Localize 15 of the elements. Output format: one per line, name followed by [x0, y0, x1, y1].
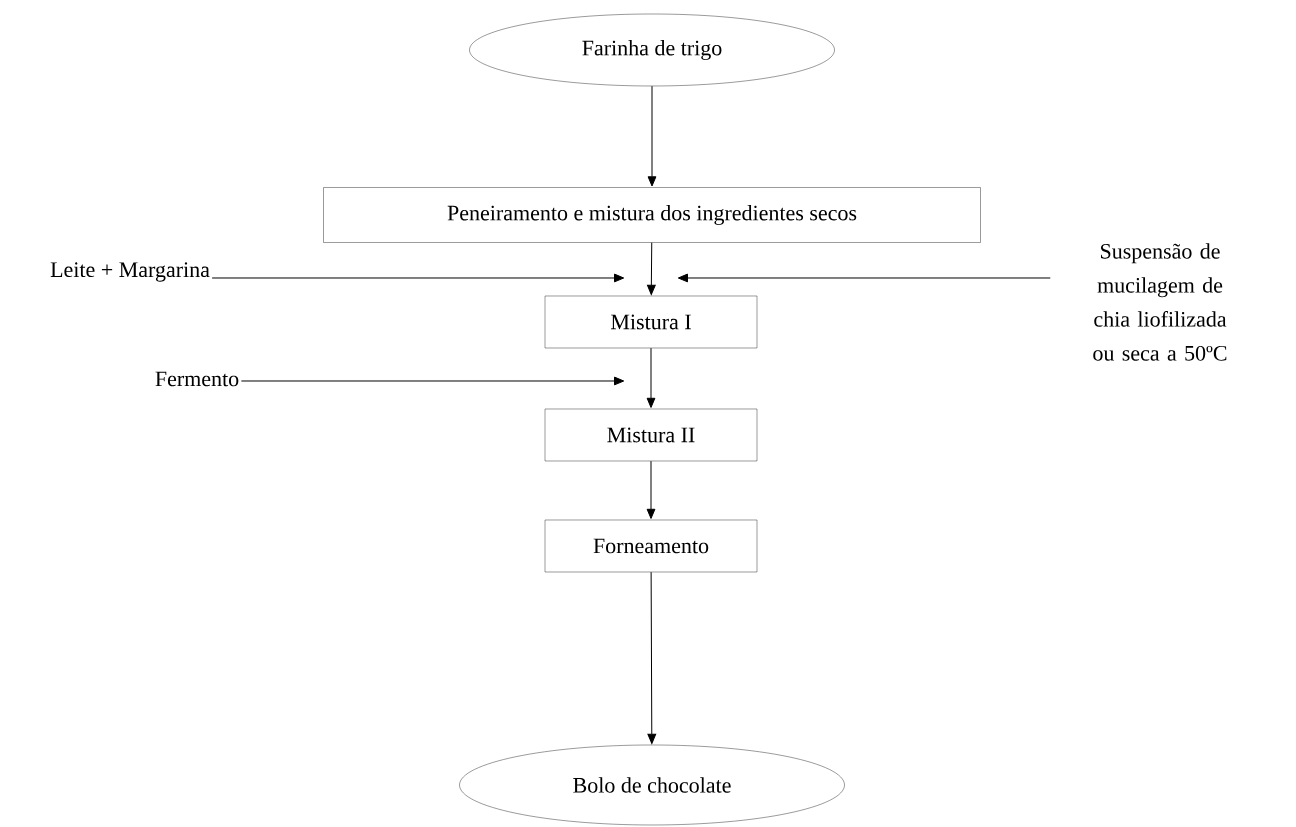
input-label: Suspensão de mucilagem de chia liofilizada ou seca a 50ºC — [1093, 243, 1227, 361]
arrow — [240, 376, 625, 386]
process-box: Forneamento — [544, 519, 758, 573]
arrow — [646, 242, 656, 295]
process-box: Mistura II — [544, 408, 758, 462]
process-box: Peneiramento e mistura dos ingredientes secos — [323, 187, 981, 243]
input-label: Fermento — [155, 371, 239, 387]
input-label: Leite + Margarina — [50, 262, 210, 282]
arrow — [646, 347, 656, 408]
arrow — [646, 460, 656, 519]
process-box: Mistura I — [544, 295, 758, 349]
arrow — [211, 273, 625, 283]
arrow — [677, 273, 1051, 283]
arrow — [647, 85, 657, 187]
arrow — [647, 571, 657, 744]
